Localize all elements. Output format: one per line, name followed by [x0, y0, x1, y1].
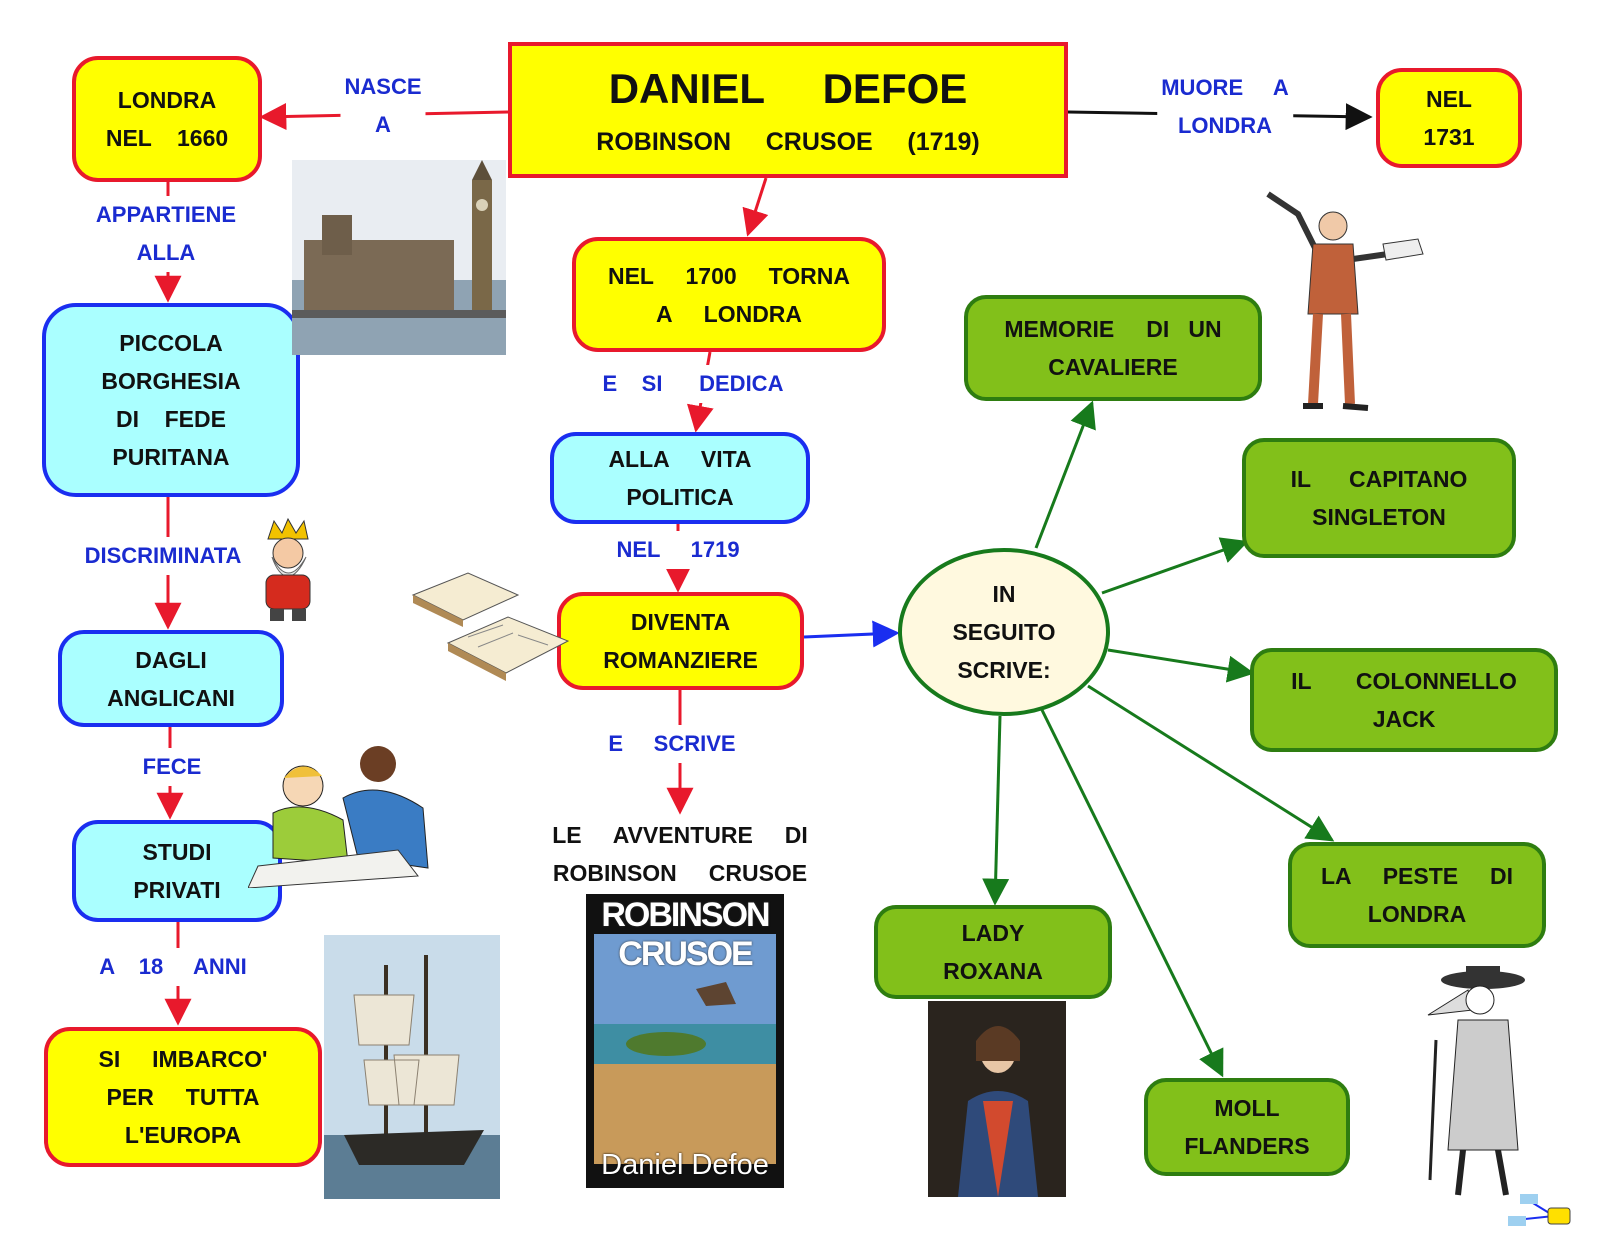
node-torna-londra: NEL 1700 TORNA A LONDRA [572, 237, 886, 352]
label-a18: A 18 ANNI [95, 948, 251, 986]
edge-memorie [1034, 400, 1096, 549]
edge-romanziere-seguito [803, 620, 900, 648]
node-si-imbarco: SI IMBARCO' PER TUTTA L'EUROPA [44, 1027, 322, 1167]
node-memorie: MEMORIE DI UN CAVALIERE [964, 295, 1262, 401]
title-work: ROBINSON CRUSOE (1719) [596, 128, 980, 156]
node-vita-politica: ALLA VITA POLITICA [550, 432, 810, 524]
node-colonnello: IL COLONNELLO JACK [1250, 648, 1558, 752]
title-author: DANIEL DEFOE [608, 65, 968, 112]
edge-colonnello [1107, 648, 1255, 683]
node-in-seguito: IN SEGUITO SCRIVE: [898, 548, 1110, 716]
cover-author: Daniel Defoe [601, 1149, 769, 1181]
edge-torna [742, 177, 769, 237]
node-londra-1660: LONDRA NEL 1660 [72, 56, 262, 182]
edge-roxana [982, 715, 1010, 906]
node-moll: MOLL FLANDERS [1144, 1078, 1350, 1176]
lady-roxana-portrait [928, 1001, 1066, 1197]
node-romanziere: DIVENTA ROMANZIERE [557, 592, 804, 690]
node-studi-privati: STUDI PRIVATI [72, 820, 282, 922]
westminster-image [292, 160, 506, 355]
node-peste: LA PESTE DI LONDRA [1288, 842, 1546, 948]
edge-peste [1087, 684, 1335, 842]
defoe-caricature [1258, 184, 1436, 428]
plague-doctor-image [1418, 960, 1548, 1204]
label-appartiene: APPARTIENE ALLA [91, 196, 241, 272]
label-nel1719: NEL 1719 [612, 531, 744, 569]
label-nasce: NASCE A [340, 68, 426, 144]
node-roxana: LADY ROXANA [874, 905, 1112, 999]
sailing-ship-image [324, 935, 500, 1199]
node-dagli-anglicani: DAGLI ANGLICANI [58, 630, 284, 727]
label-discriminata: DISCRIMINATA [80, 537, 246, 575]
node-piccola-borghesia: PICCOLA BORGHESIA DI FEDE PURITANA [42, 303, 300, 497]
cover-title: ROBINSON CRUSOE [601, 896, 770, 973]
mappa-logo-icon [1508, 1190, 1586, 1230]
teacher-student-image [248, 738, 458, 888]
edge-singleton [1101, 537, 1249, 595]
node-nel-1731: NEL 1731 [1376, 68, 1522, 168]
king-icon [250, 517, 324, 623]
label-dedica: E SI DEDICA [598, 365, 788, 403]
node-avventure: LE AVVENTURE DI ROBINSON CRUSOE [552, 822, 808, 886]
node-singleton: IL CAPITANO SINGLETON [1242, 438, 1516, 558]
edge-moll [1040, 709, 1224, 1078]
robinson-book-cover: ROBINSON CRUSOE Daniel Defoe [586, 894, 784, 1188]
open-books-image [408, 565, 590, 695]
label-fece: FECE [138, 748, 206, 786]
label-muore: MUORE A LONDRA [1157, 69, 1293, 145]
title-box: DANIEL DEFOE ROBINSON CRUSOE (1719) [508, 42, 1068, 178]
label-scrive: E SCRIVE [604, 725, 740, 763]
